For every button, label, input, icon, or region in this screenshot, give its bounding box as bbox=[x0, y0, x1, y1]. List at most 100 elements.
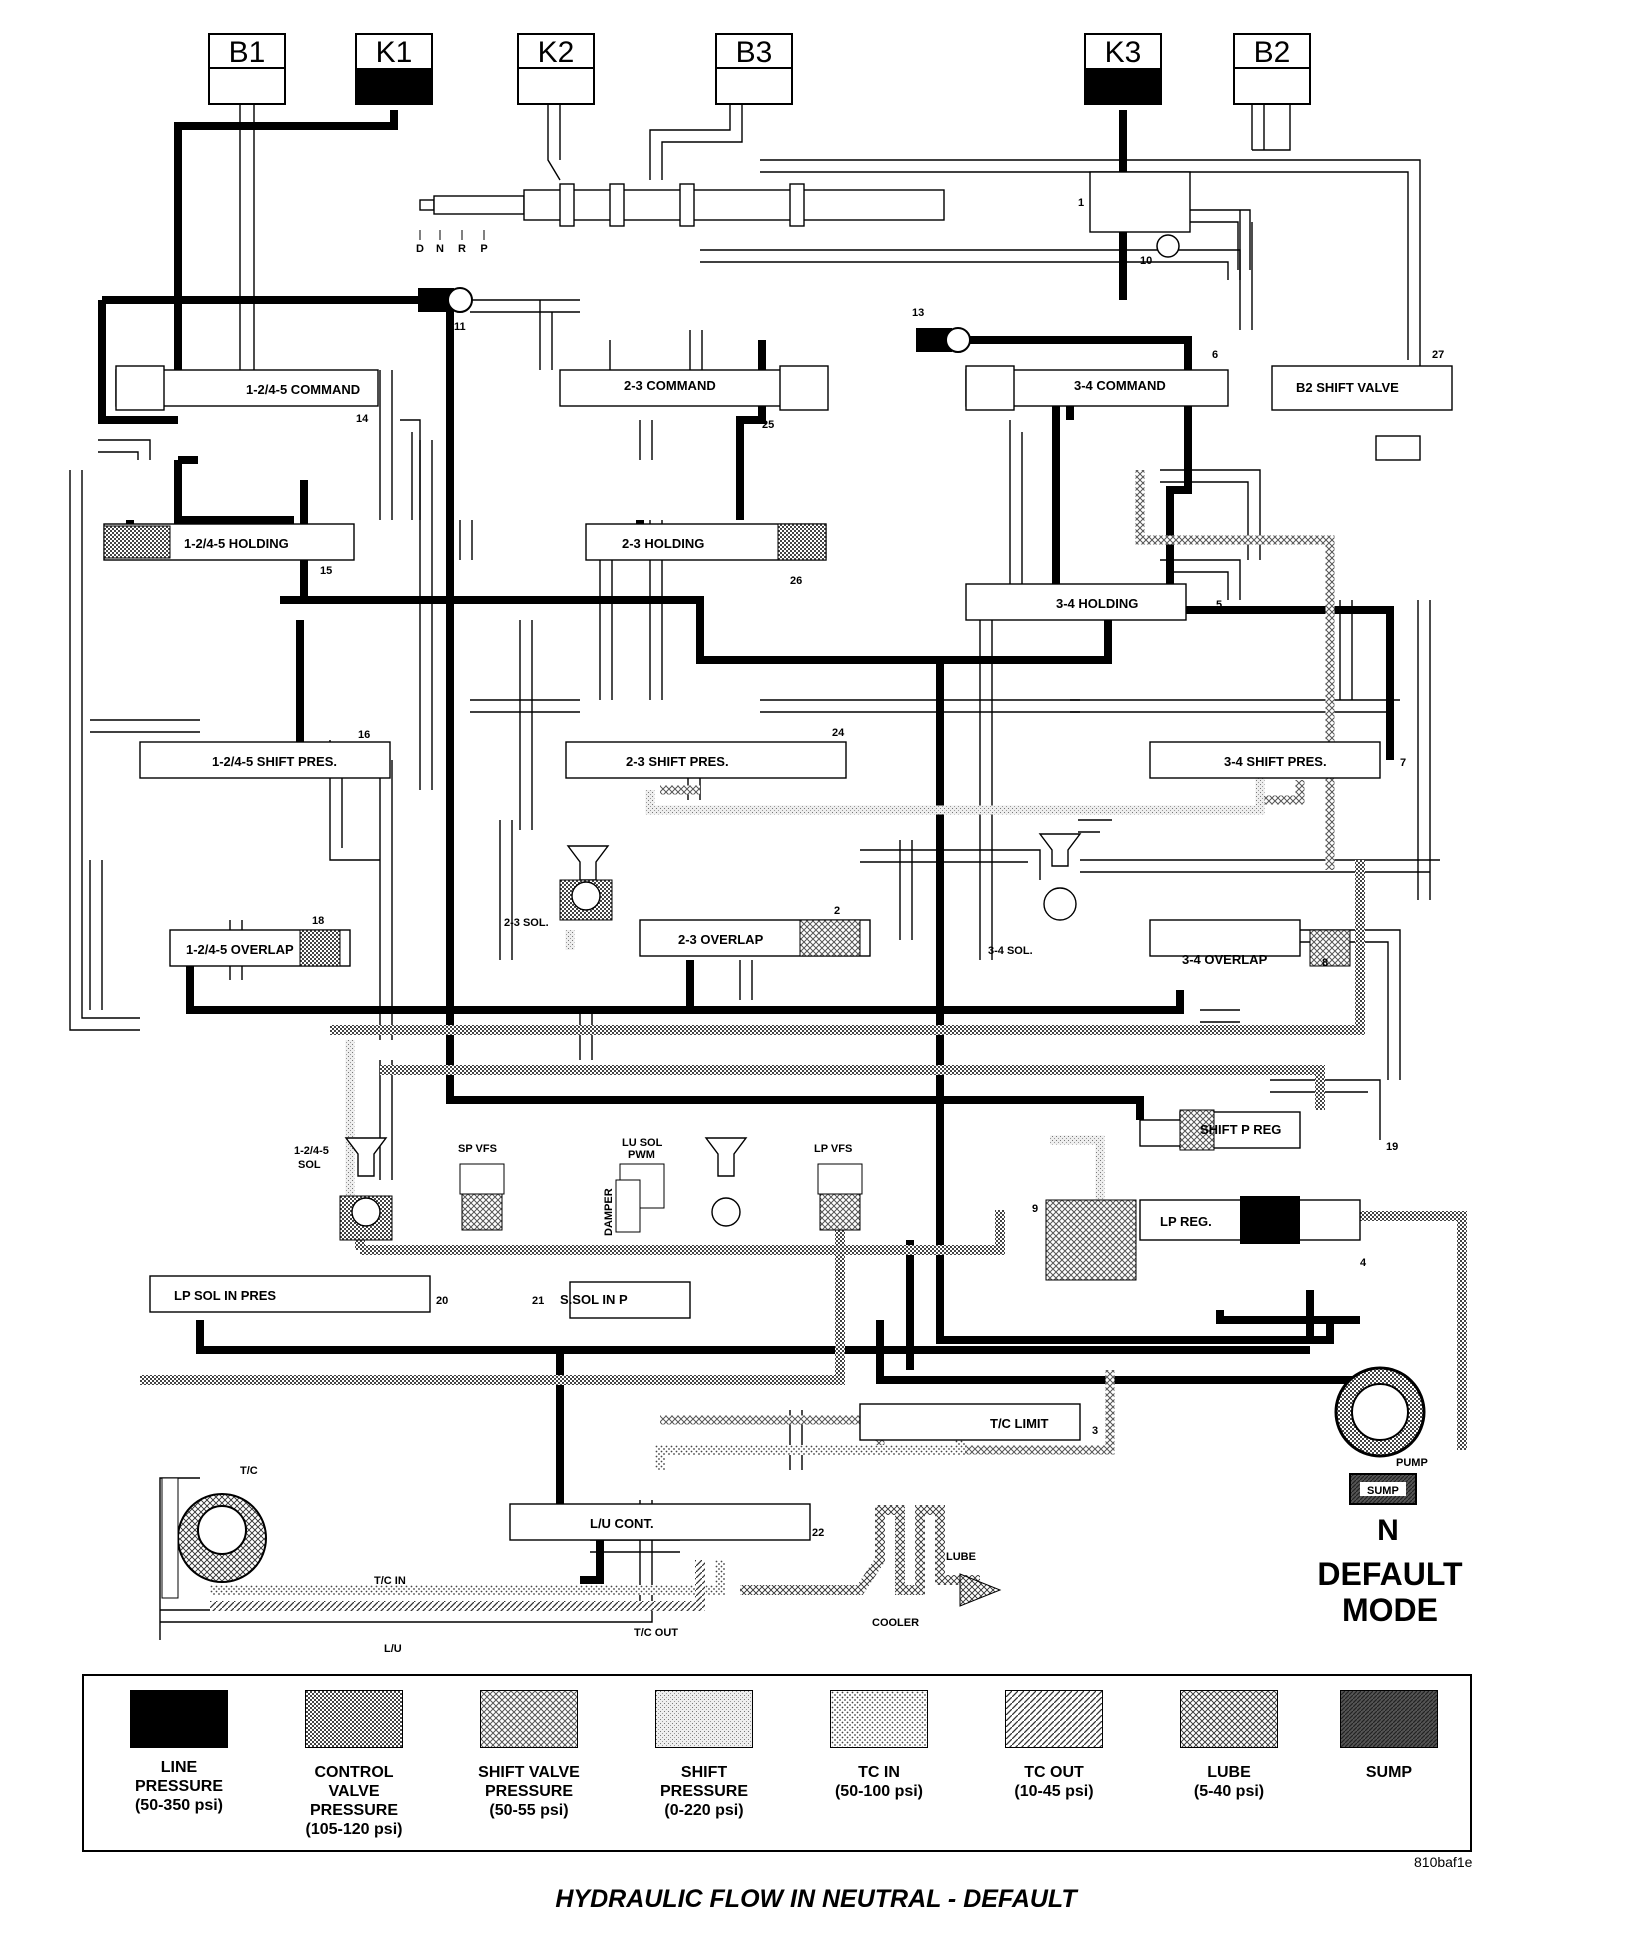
ref-number: 6 bbox=[1212, 349, 1218, 361]
line-pressure-passages bbox=[98, 110, 1394, 1584]
solenoid-lp-vfs: LP VFS bbox=[814, 1143, 863, 1231]
ref-number: 22 bbox=[812, 1527, 824, 1539]
legend-swatch bbox=[1340, 1690, 1438, 1748]
valve-lp-sol-in-pres: LP SOL IN PRES bbox=[174, 1288, 276, 1303]
ref-number: 10 bbox=[1140, 255, 1152, 267]
clutch-b1-label: B1 bbox=[229, 36, 266, 69]
torque-converter: T/C T/C IN T/C OUT L/U bbox=[161, 1465, 678, 1655]
legend-sump: SUMP bbox=[1314, 1690, 1464, 1782]
damper-label: DAMPER bbox=[603, 1188, 615, 1236]
ref-number: 8 bbox=[1322, 957, 1328, 969]
solenoid-23: 2-3 SOL. bbox=[504, 845, 613, 929]
valve-34-shift-pres: 3-4 SHIFT PRES. bbox=[1224, 754, 1327, 769]
legend-tc-in: TC IN(50-100 psi) bbox=[804, 1690, 954, 1801]
valve-1245-holding: 1-2/4-5 HOLDING bbox=[184, 536, 289, 551]
valve-23-shift-pres: 2-3 SHIFT PRES. bbox=[626, 754, 729, 769]
ref-number: 15 bbox=[320, 565, 332, 577]
valve-23-holding: 2-3 HOLDING bbox=[622, 536, 704, 551]
mode-gear: N bbox=[1377, 1514, 1399, 1547]
thin-passages bbox=[69, 104, 1440, 1640]
reference-numbers: 14 15 6 27 25 26 5 16 24 7 18 2 8 19 9 4… bbox=[312, 349, 1444, 1539]
figure-caption: HYDRAULIC FLOW IN NEUTRAL - DEFAULT bbox=[555, 1885, 1077, 1913]
clutch-b2: B2 bbox=[1233, 33, 1311, 105]
solenoid-34: 3-4 SOL. bbox=[988, 833, 1082, 957]
valve-labels: 1-2/4-5 COMMAND 2-3 COMMAND 3-4 COMMAND … bbox=[174, 378, 1399, 1531]
legend-tc-out: TC OUT(10-45 psi) bbox=[979, 1690, 1129, 1801]
legend-swatch bbox=[480, 1690, 578, 1748]
valve-34-overlap: 3-4 OVERLAP bbox=[1182, 952, 1268, 967]
clutch-k3-label: K3 bbox=[1105, 36, 1142, 69]
clutch-b1: B1 bbox=[208, 33, 286, 105]
manual-position-r: R bbox=[458, 243, 466, 255]
valve-tc-limit: T/C LIMIT bbox=[990, 1416, 1049, 1431]
ref-number: 27 bbox=[1432, 349, 1444, 361]
converter-passages bbox=[210, 1440, 980, 1611]
valve-23-command: 2-3 COMMAND bbox=[624, 378, 716, 393]
ref-number: 1 bbox=[1078, 197, 1084, 209]
legend-swatch bbox=[655, 1690, 753, 1748]
legend-swatch bbox=[830, 1690, 928, 1748]
clutch-boxes: B1 K1 K2 B3 K3 B2 bbox=[208, 33, 1311, 105]
lube-label: LUBE bbox=[946, 1551, 976, 1563]
manual-position-n: N bbox=[436, 243, 444, 255]
manual-position-d: D bbox=[416, 243, 424, 255]
legend-swatch bbox=[305, 1690, 403, 1748]
legend-swatch bbox=[130, 1690, 228, 1748]
tc-out-label: T/C OUT bbox=[634, 1627, 678, 1639]
valve-23-overlap: 2-3 OVERLAP bbox=[678, 932, 764, 947]
tc-in-label: T/C IN bbox=[374, 1575, 406, 1587]
valve-b2-shift: B2 SHIFT VALVE bbox=[1296, 380, 1399, 395]
ref-number: 13 bbox=[912, 307, 924, 319]
valve-s-sol-in-p: S.SOL IN P bbox=[560, 1292, 628, 1307]
solenoid-lu-label-b: PWM bbox=[628, 1149, 655, 1161]
solenoid-1245-label-b: SOL bbox=[298, 1159, 321, 1171]
ref-number: 19 bbox=[1386, 1141, 1398, 1153]
damper: DAMPER bbox=[603, 1179, 641, 1236]
ref-number: 4 bbox=[1360, 1257, 1367, 1269]
solenoid-lu-label-a: LU SOL bbox=[622, 1137, 663, 1149]
ref-number: 5 bbox=[1216, 599, 1222, 611]
clutch-b2-label: B2 bbox=[1254, 36, 1291, 69]
solenoid-lu-valve bbox=[704, 1137, 748, 1227]
ref-number: 2 bbox=[834, 905, 840, 917]
ref-number: 3 bbox=[1092, 1425, 1098, 1437]
solenoid-1245: 1-2/4-5 SOL bbox=[294, 1137, 393, 1241]
ref-number: 9 bbox=[1032, 1203, 1038, 1215]
ref-number: 26 bbox=[790, 575, 802, 587]
mode-line-1: DEFAULT bbox=[1317, 1556, 1463, 1592]
solenoid-sp-vfs: SP VFS bbox=[458, 1143, 505, 1231]
ref-number: 20 bbox=[436, 1295, 448, 1307]
valve-1245-overlap: 1-2/4-5 OVERLAP bbox=[186, 942, 294, 957]
clutch-k1-label: K1 bbox=[376, 36, 413, 69]
legend-swatch bbox=[1005, 1690, 1103, 1748]
ref-number: 7 bbox=[1400, 757, 1406, 769]
pump-label: PUMP bbox=[1396, 1457, 1428, 1469]
clutch-k3: K3 bbox=[1084, 33, 1162, 105]
mode-line-2: MODE bbox=[1342, 1592, 1438, 1628]
pump-assembly: PUMP SUMP bbox=[1334, 1366, 1428, 1505]
solenoid-1245-label-a: 1-2/4-5 bbox=[294, 1145, 329, 1157]
valve-bodies bbox=[103, 365, 1453, 1541]
valve-34-command: 3-4 COMMAND bbox=[1074, 378, 1166, 393]
valve-34-holding: 3-4 HOLDING bbox=[1056, 596, 1138, 611]
cooler: COOLER LUBE bbox=[872, 1551, 1002, 1629]
control-pressure-passages bbox=[140, 860, 1467, 1450]
valve-lp-reg: LP REG. bbox=[1160, 1214, 1212, 1229]
shift-pressure-passages bbox=[345, 760, 1265, 1230]
mode-label: DEFAULT MODE bbox=[1290, 1556, 1490, 1628]
figure-id: 810baf1e bbox=[1414, 1854, 1473, 1870]
valve-1245-shift-pres: 1-2/4-5 SHIFT PRES. bbox=[212, 754, 337, 769]
valve-ends bbox=[103, 523, 1351, 1281]
tc-label: T/C bbox=[240, 1465, 258, 1477]
valve-lu-cont: L/U CONT. bbox=[590, 1516, 654, 1531]
clutch-k2-label: K2 bbox=[538, 36, 575, 69]
solenoid-lp-vfs-label: LP VFS bbox=[814, 1143, 852, 1155]
solenoid-34-label: 3-4 SOL. bbox=[988, 945, 1033, 957]
valve-1245-command: 1-2/4-5 COMMAND bbox=[246, 382, 360, 397]
ref-number: 16 bbox=[358, 729, 370, 741]
legend-swatch bbox=[1180, 1690, 1278, 1748]
